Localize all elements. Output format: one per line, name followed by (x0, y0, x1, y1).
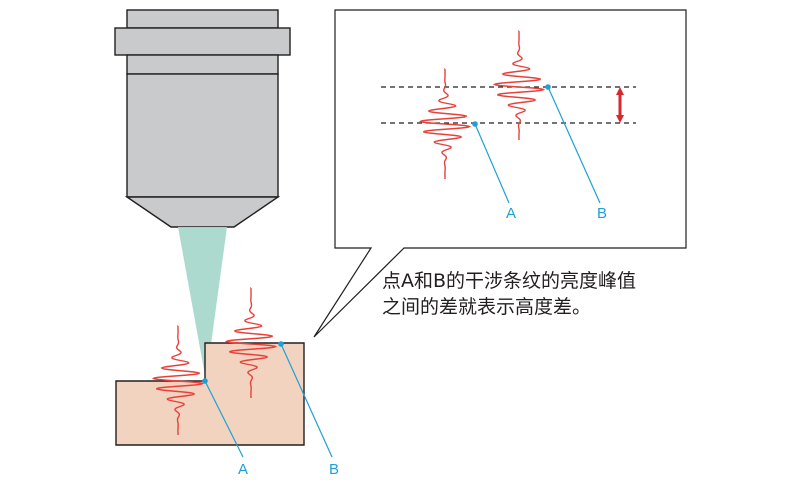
callout-point-a-dot (472, 121, 478, 127)
callout-leader-a (474, 123, 510, 204)
point-a-label: A (238, 461, 248, 478)
objective-top-barrel (126, 9, 279, 29)
leader-line-b (280, 343, 333, 458)
callout-box (313, 9, 687, 338)
caption-line-1: 点A和B的干涉条纹的亮度峰值 (382, 270, 637, 292)
objective-lens (114, 9, 291, 228)
stepped-sample (115, 342, 305, 446)
point-a-dot (202, 378, 208, 384)
explanation-caption: 点A和B的干涉条纹的亮度峰值 之间的差就表示高度差。 (382, 268, 702, 320)
objective-ring (126, 54, 279, 75)
interferogram-point-a (151, 325, 205, 435)
callout-leader-b (547, 86, 601, 204)
point-b-label: B (329, 461, 339, 478)
callout-point-a-label: A (506, 205, 516, 222)
objective-collar (114, 27, 291, 56)
objective-body (126, 73, 279, 198)
leader-line-a (204, 380, 244, 458)
point-b-dot (278, 341, 284, 347)
light-beam (178, 227, 227, 381)
interferogram-point-b (224, 287, 278, 398)
callout-interferogram-b (492, 30, 546, 141)
objective-tip (124, 196, 281, 228)
callout-point-b-label: B (597, 205, 607, 222)
callout-interferogram-a (418, 68, 472, 179)
caption-line-2: 之间的差就表示高度差。 (382, 296, 592, 318)
callout-point-b-dot (545, 84, 551, 90)
